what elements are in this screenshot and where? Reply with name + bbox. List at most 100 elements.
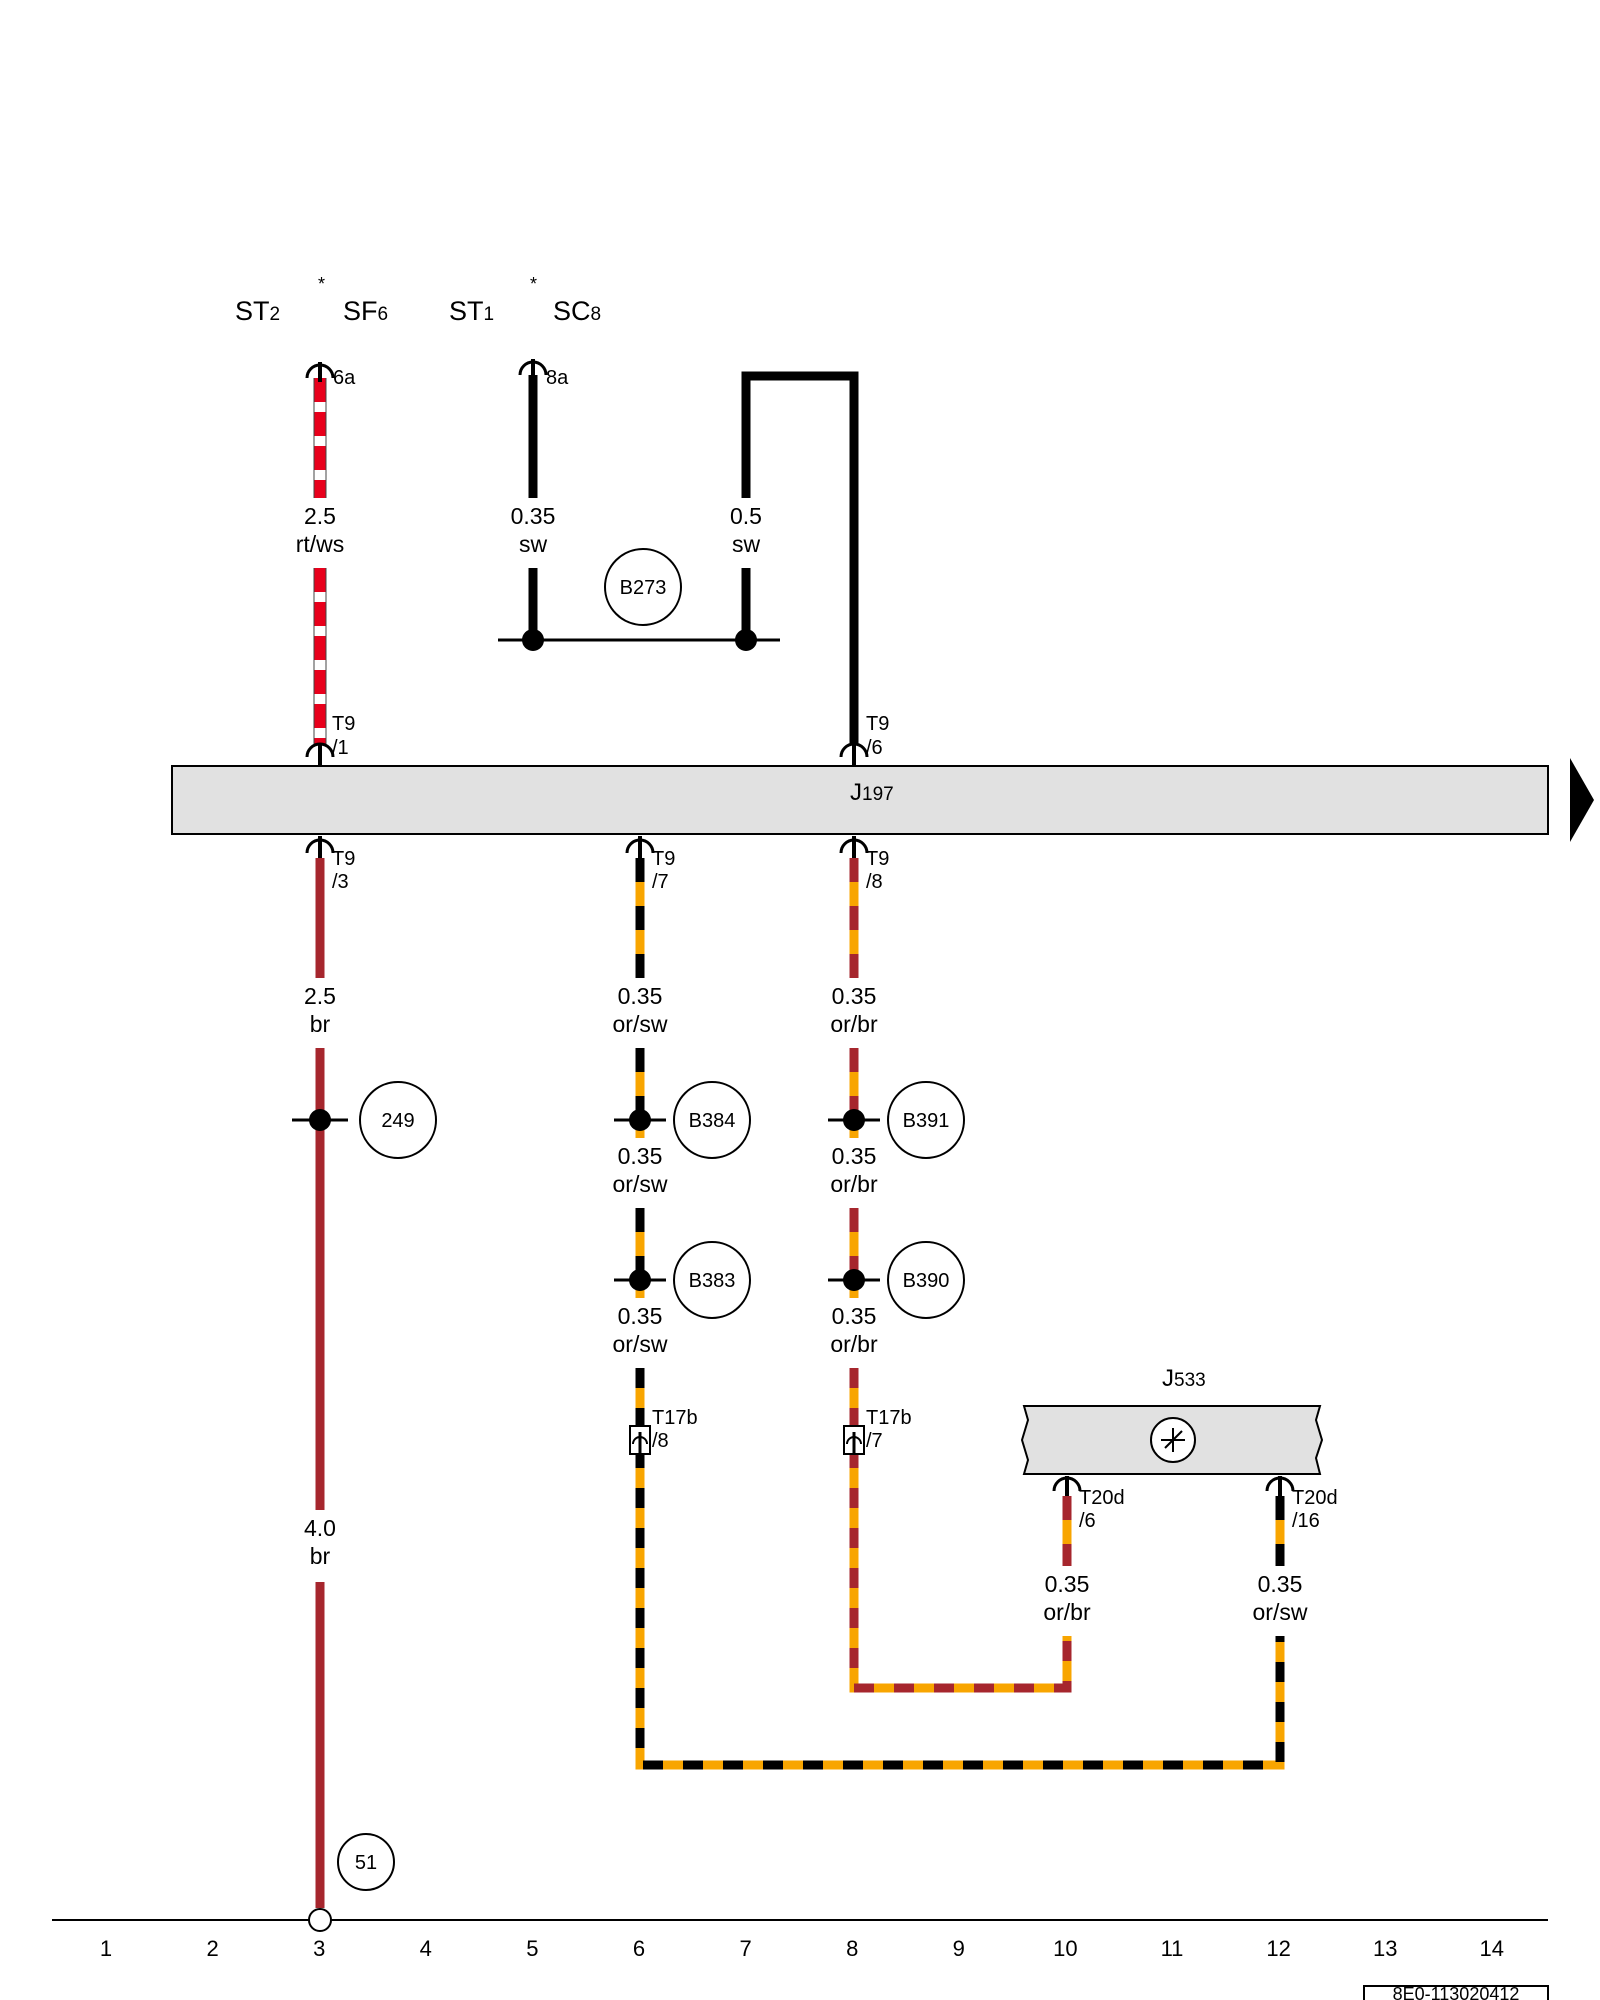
wire-rtws-color: rt/ws [296,531,345,557]
connector-t17b-8-icon [629,1425,651,1455]
connection-b273-label: B273 [620,577,667,599]
pin-t20d-16-b: /16 [1292,1510,1320,1532]
wire-orbr2-color: or/br [830,1171,878,1197]
ground-point [308,1908,332,1932]
wire-orbr3-size: 0.35 [832,1303,877,1329]
supply-st2: ST2 [235,296,280,326]
connection-51-label: 51 [355,1852,377,1874]
pin-t20d-6-b: /6 [1079,1510,1096,1532]
wire-sw035-color: sw [519,531,548,557]
column-number-3: 3 [313,1936,325,1961]
diagram-id: 8E0-113020412 [1393,1984,1520,2000]
junction-b391-dot [843,1109,865,1131]
wire-orbr4-size: 0.35 [1045,1571,1090,1597]
asterisk-sc8: * [530,274,537,294]
pin-t9-1-b: /1 [332,737,349,759]
connection-b273 [604,548,682,626]
column-number-2: 2 [206,1936,218,1961]
wire-orsw4-color: or/sw [1253,1599,1308,1625]
connection-b383-label: B383 [689,1270,736,1292]
module-j533-label: J533 [1162,1365,1206,1392]
connector-t20d-16-icon [1265,1476,1295,1496]
wire-br40-size: 4.0 [304,1515,336,1541]
wire-orbr2-size: 0.35 [832,1143,877,1169]
b273-dot-left [522,629,544,651]
supply-st1: ST1 [449,296,494,326]
column-number-9: 9 [953,1936,965,1961]
pin-t9-6-a: T9 [866,713,889,735]
junction-249-dot [309,1109,331,1131]
wire-sw-05 [741,371,859,745]
column-number-7: 7 [739,1936,751,1961]
pin-t9-3-b: /3 [332,871,349,893]
wire-orsw2-color: or/sw [613,1171,668,1197]
pin-t17b-8-b: /8 [652,1430,669,1452]
connector-t9-8-icon [839,836,869,858]
wire-sw05-color: sw [732,531,761,557]
column-number-6: 6 [633,1936,645,1961]
wire-orbr-col8 [849,858,1072,1693]
connection-b384 [673,1081,751,1159]
wire-br40-color: br [310,1543,331,1569]
wire-sw05-size: 0.5 [730,503,762,529]
connection-b390-label: B390 [903,1270,950,1292]
pin-t20d-6-a: T20d [1079,1487,1125,1509]
wire-orbr3-color: or/br [830,1331,878,1357]
junction-b383-dot [629,1269,651,1291]
wire-orbr1-size: 0.35 [832,983,877,1009]
pin-t9-7-b: /7 [652,871,669,893]
wire-orsw-col6 [635,858,1285,1770]
wire-orsw1-color: or/sw [613,1011,668,1037]
connector-t9-6-icon [839,742,869,766]
wire-orsw3-color: or/sw [613,1331,668,1357]
column-number-11: 11 [1161,1936,1184,1961]
column-number-1: 1 [100,1936,112,1961]
column-number-5: 5 [526,1936,538,1961]
pin-t9-1-a: T9 [332,713,355,735]
connector-t9-7-icon [625,836,655,858]
connection-51 [337,1833,395,1891]
column-number-12: 12 [1266,1936,1290,1961]
wire-orbr4-color: or/br [1043,1599,1091,1625]
b273-dot-right [735,629,757,651]
module-j197 [171,765,1549,835]
connection-b391 [887,1081,965,1159]
connector-6a-icon [305,362,335,382]
pin-t9-7-a: T9 [652,848,675,870]
wire-br25-color: br [310,1011,331,1037]
pin-t17b-7-a: T17b [866,1407,912,1429]
module-j197-label: J197 [850,779,894,806]
connection-b390 [887,1241,965,1319]
supply-sf6: SF6 [343,296,388,326]
column-number-8: 8 [846,1936,858,1961]
wire-orsw2-size: 0.35 [618,1143,663,1169]
pin-t17b-7-b: /7 [866,1430,883,1452]
connector-t20d-6-icon [1052,1476,1082,1496]
column-number-10: 10 [1053,1936,1077,1961]
pin-t9-6-b: /6 [866,737,883,759]
column-number-13: 13 [1373,1936,1397,1961]
pin-t9-3-a: T9 [332,848,355,870]
junction-b390-dot [843,1269,865,1291]
pin-t9-8-a: T9 [866,848,889,870]
pin-t9-8-b: /8 [866,871,883,893]
supply-sc8: SC8 [553,296,601,326]
diagram-id-box [1363,1985,1549,2000]
connection-b383 [673,1241,751,1319]
wire-orbr1-color: or/br [830,1011,878,1037]
connection-b391-label: B391 [903,1110,950,1132]
column-number-14: 14 [1480,1936,1504,1961]
column-number-4: 4 [420,1936,432,1961]
connector-t9-3-icon [305,836,335,858]
junction-b384-dot [629,1109,651,1131]
connection-b384-label: B384 [689,1110,736,1132]
wire-rtws-size: 2.5 [304,503,336,529]
connection-249 [359,1081,437,1159]
pin-6a: 6a [333,367,356,389]
wire-br25-size: 2.5 [304,983,336,1009]
pin-t20d-16-a: T20d [1292,1487,1338,1509]
connector-t17b-7-icon [843,1425,865,1455]
connector-8a-icon [518,359,548,379]
